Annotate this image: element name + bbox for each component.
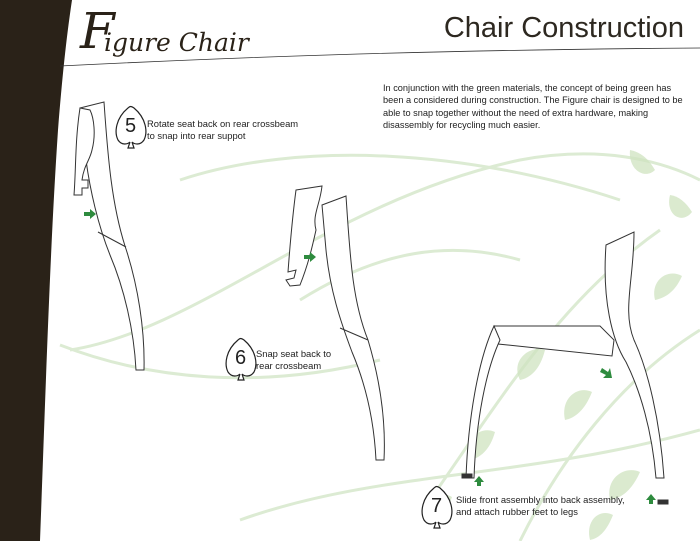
step7-front-leg [465,324,501,479]
header-divider [59,47,700,67]
step-7-line1: Slide front assembly into back assembly, [456,494,625,505]
step-6-line1: Snap seat back to [256,348,332,359]
page-title: Chair Construction [443,12,684,44]
arrow-icon-step7-front-foot [474,476,484,486]
step6-seat-back [285,185,323,287]
rubber-foot-back [657,499,669,505]
arrow-icon-step7-back-foot [646,494,656,504]
step-7-caption: Slide front assembly into back assembly,… [456,494,625,518]
figure-chair-logo: F igure Chair [80,6,250,64]
arrow-icon-step7-seat [600,368,612,378]
step-6-badge: 6 [228,344,256,372]
step-5-number: 5 [124,115,137,137]
step5-chair [73,101,145,371]
intro-paragraph: In conjunction with the green materials,… [383,83,683,130]
arrow-icon-step5 [84,209,96,219]
logo-initial: F [80,2,115,60]
step-7-badge: 7 [424,492,452,520]
step6-rear-leg [321,195,385,461]
step-5-line2: to snap into rear suppot [147,130,246,141]
step-6-line2: rear crossbeam [256,360,322,371]
step6-chair [285,185,385,461]
step-7-number: 7 [430,495,443,517]
rubber-foot-front [461,473,473,479]
step-5-caption: Rotate seat back on rear crossbeam to sn… [147,118,298,142]
step5-seat-back [73,107,95,196]
logo-text: igure Chair [104,28,249,57]
step-5-badge: 5 [118,112,146,140]
step7-back-assembly [604,231,665,479]
step7-chair [461,231,669,505]
arrow-icon-step6 [304,252,316,262]
sidebar-band [0,0,72,541]
step-6-caption: Snap seat back to rear crossbeam [256,348,331,372]
step-6-number: 6 [234,347,247,369]
step7-seat-rail [493,325,615,357]
step5-rear-leg [79,101,145,371]
spade-badge-icon [115,105,453,529]
step-5-line1: Rotate seat back on rear crossbeam [147,118,299,129]
step-7-line2: and attach rubber feet to legs [456,506,578,517]
